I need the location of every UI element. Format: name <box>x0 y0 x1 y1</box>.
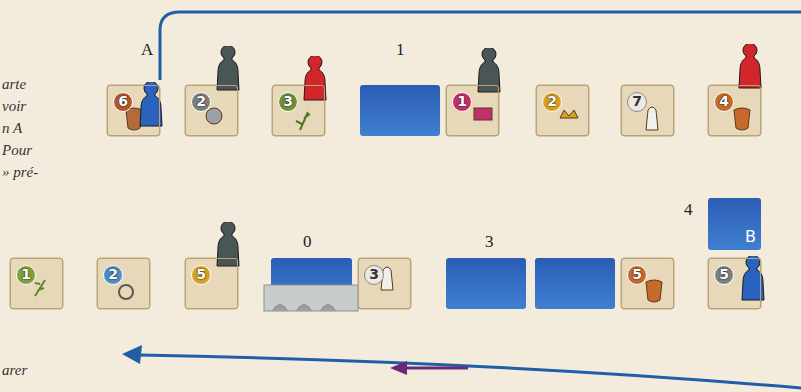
city-tile: 3 <box>358 258 411 309</box>
tile-number: 3 <box>278 92 298 112</box>
city-tile: 1 <box>10 258 63 309</box>
rules-text-fragment: arte <box>2 76 26 93</box>
route-label: A <box>141 40 153 60</box>
city-tile: 2 <box>536 85 589 136</box>
city-tile: 3 <box>272 85 325 136</box>
tile-number: 5 <box>191 265 211 285</box>
tile-number: 3 <box>364 265 384 285</box>
tile-letter: B <box>745 227 756 246</box>
tile-number: 6 <box>113 92 133 112</box>
tile-number: 7 <box>627 92 647 112</box>
city-tile: 6 <box>107 85 160 136</box>
city-tile: 7 <box>621 85 674 136</box>
tile-number: 2 <box>191 92 211 112</box>
city-tile: 4 <box>708 85 761 136</box>
tile-number: 2 <box>542 92 562 112</box>
city-tile: 2 <box>185 85 238 136</box>
city-tile: 5 <box>621 258 674 309</box>
tile-number: 2 <box>103 265 123 285</box>
tile-number: 4 <box>714 92 734 112</box>
route-label: 3 <box>485 232 494 252</box>
rules-text-fragment: voir <box>2 98 26 115</box>
rules-text-fragment: arer <box>2 362 27 379</box>
tile-number: 1 <box>16 265 36 285</box>
city-tile: 5 <box>708 258 761 309</box>
rules-text-fragment: n A <box>2 120 22 137</box>
route-label: 0 <box>303 232 312 252</box>
tile-number: 5 <box>714 265 734 285</box>
tile-number: 1 <box>452 92 472 112</box>
tile-number: 5 <box>627 265 647 285</box>
rules-text-fragment: Pour <box>2 142 32 159</box>
water-tile: B <box>708 198 761 250</box>
route-label: 1 <box>396 40 405 60</box>
city-tile: 2 <box>97 258 150 309</box>
city-tile: 5 <box>185 258 238 309</box>
route-label: 4 <box>684 200 693 220</box>
rules-text-fragment: » pré- <box>2 164 38 181</box>
city-tile: 1 <box>446 85 499 136</box>
